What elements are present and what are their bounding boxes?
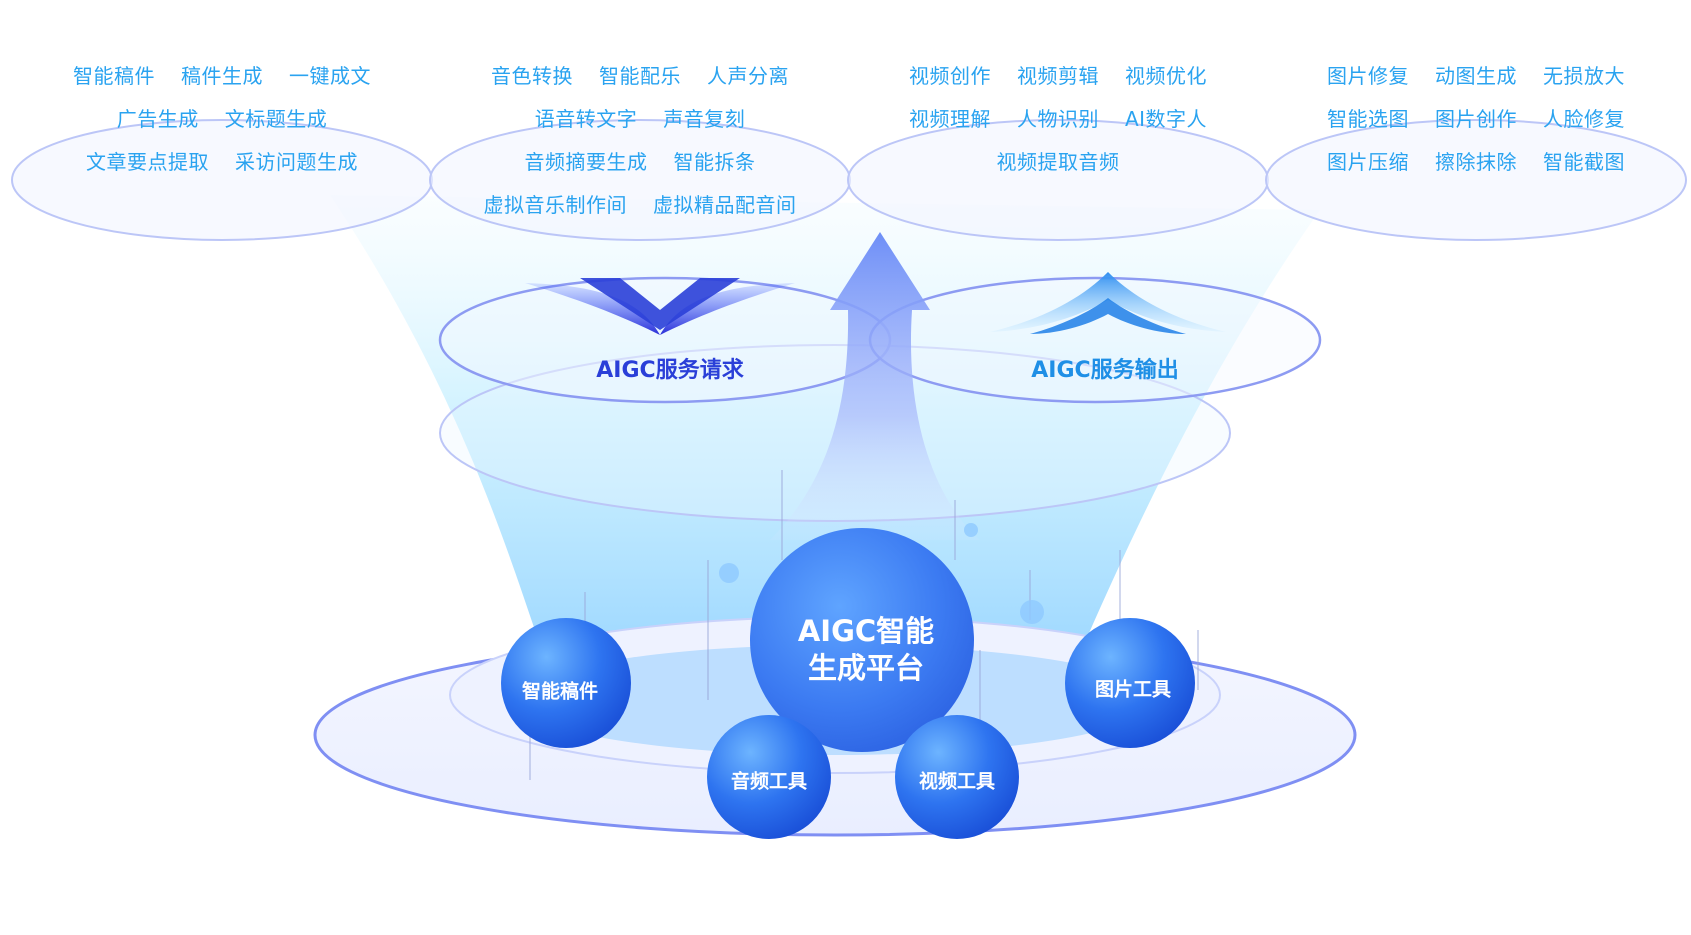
feature-item: 擦除抹除 xyxy=(1435,150,1517,174)
category-3-row-3: 视频提取音频 xyxy=(997,146,1120,175)
category-1-row-1: 智能稿件 稿件生成 一键成文 xyxy=(73,60,371,89)
feature-item: AI数字人 xyxy=(1124,107,1208,131)
feature-item: 声音复刻 xyxy=(663,107,746,131)
feature-item: 虚拟音乐制作间 xyxy=(483,193,627,217)
feature-item: 视频剪辑 xyxy=(1017,64,1099,88)
category-2-row-3: 音频摘要生成 智能拆条 xyxy=(525,146,756,175)
feature-item: 人脸修复 xyxy=(1543,107,1625,131)
feature-item: 音频摘要生成 xyxy=(524,150,648,174)
feature-item: 智能拆条 xyxy=(673,150,756,174)
platform-line-2: 生成平台 xyxy=(807,651,925,685)
feature-item: 动图生成 xyxy=(1435,64,1517,88)
feature-item: 语音转文字 xyxy=(534,107,638,131)
feature-item: 无损放大 xyxy=(1543,64,1625,88)
tool-label-manuscript: 智能稿件 xyxy=(521,680,599,703)
category-4-row-3: 图片压缩 擦除抹除 智能截图 xyxy=(1327,146,1625,175)
feature-item: 人声分离 xyxy=(707,64,789,88)
feature-item: 一键成文 xyxy=(289,64,371,88)
feature-item: 文章要点提取 xyxy=(86,150,209,174)
feature-item: 采访问题生成 xyxy=(235,150,358,174)
feature-item: 智能选图 xyxy=(1327,107,1409,131)
category-3-row-2: 视频理解 人物识别 AI数字人 xyxy=(909,103,1207,132)
feature-item: 图片修复 xyxy=(1327,64,1409,88)
feature-item: 视频理解 xyxy=(908,107,991,131)
category-4-row-1: 图片修复 动图生成 无损放大 xyxy=(1327,60,1625,89)
category-1-row-2: 广告生成 文标题生成 xyxy=(117,103,328,132)
category-2-row-1: 音色转换 智能配乐 人声分离 xyxy=(491,60,789,89)
feature-item: 虚拟精品配音间 xyxy=(653,193,797,217)
feature-item: 图片压缩 xyxy=(1327,150,1409,174)
tool-label-audio: 音频工具 xyxy=(730,770,808,793)
service-output-label: AIGC服务输出 xyxy=(1031,358,1179,383)
tool-label-video: 视频工具 xyxy=(918,770,996,793)
feature-item: 智能稿件 xyxy=(73,64,155,88)
category-1-row-3: 文章要点提取 采访问题生成 xyxy=(86,146,358,175)
platform-center-label: AIGC智能 生成平台 xyxy=(798,613,934,687)
category-3-row-1: 视频创作 视频剪辑 视频优化 xyxy=(909,60,1207,89)
feature-item: 文标题生成 xyxy=(224,107,328,131)
feature-item: 智能配乐 xyxy=(599,64,681,88)
feature-item: 图片创作 xyxy=(1435,107,1517,131)
category-2-row-2: 语音转文字 声音复刻 xyxy=(535,103,746,132)
platform-line-1: AIGC智能 xyxy=(797,614,935,648)
feature-item: 视频提取音频 xyxy=(996,150,1120,174)
feature-item: 广告生成 xyxy=(116,107,199,131)
service-request-label: AIGC服务请求 xyxy=(596,358,744,383)
tool-label-image: 图片工具 xyxy=(1094,678,1172,701)
feature-item: 稿件生成 xyxy=(181,64,263,88)
feature-item: 视频优化 xyxy=(1125,64,1207,88)
feature-item: 智能截图 xyxy=(1543,150,1625,174)
category-2-row-4: 虚拟音乐制作间 虚拟精品配音间 xyxy=(484,189,797,218)
feature-item: 音色转换 xyxy=(491,64,573,88)
category-4-row-2: 智能选图 图片创作 人脸修复 xyxy=(1327,103,1625,132)
feature-item: 视频创作 xyxy=(909,64,991,88)
feature-item: 人物识别 xyxy=(1016,107,1099,131)
